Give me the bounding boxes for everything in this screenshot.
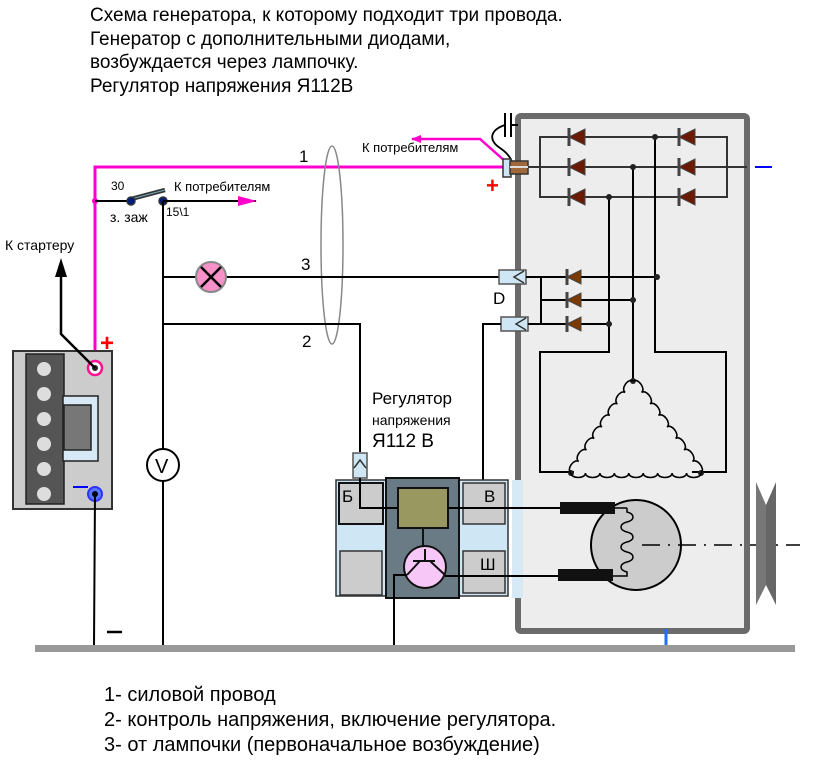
- rotor-icon: [523, 499, 800, 591]
- arrow-head-magenta: [238, 196, 257, 206]
- terminal-d-label: D: [493, 289, 505, 308]
- power-diodes: [567, 128, 696, 206]
- battery-cell-cap: [37, 362, 51, 376]
- brush-top: [560, 502, 615, 514]
- wire-1-label: 1: [299, 147, 308, 166]
- wire-bundle: [320, 145, 344, 345]
- diode-icon: [677, 128, 696, 146]
- diagram-title: Схема генератора, к которому подходит тр…: [90, 4, 563, 98]
- wire-3-label: 3: [301, 255, 310, 274]
- to-starter-label: К стартеру: [5, 237, 74, 253]
- to-consumers-arrow-top: [411, 135, 507, 163]
- ignition-switch-highlight: [130, 189, 166, 200]
- regulator-term-v: В: [484, 487, 495, 506]
- ground-bar: [35, 645, 795, 652]
- plus-sign-generator: +: [486, 173, 499, 198]
- terminal-30-label: 30: [111, 179, 125, 193]
- diode-icon: [677, 158, 696, 176]
- regulator-term-sh: Ш: [480, 555, 496, 574]
- pulley-icon: [756, 482, 776, 605]
- excitation-diodes: [565, 269, 582, 332]
- capacitor-icon: [491, 113, 518, 163]
- terminal-15-label: 15\1: [166, 205, 190, 219]
- diode-icon: [567, 158, 586, 176]
- brush-bottom: [558, 569, 613, 581]
- starter-lead: [59, 270, 96, 369]
- regulator-term-b: Б: [342, 487, 353, 506]
- ignition-switch-label: з. заж: [110, 209, 148, 225]
- regulator-gap-strip: [512, 480, 520, 598]
- b-plus-terminal-icon: [502, 158, 529, 178]
- voltage-regulator[interactable]: [335, 477, 509, 599]
- voltmeter-label: V: [155, 456, 169, 478]
- wire-2: [163, 323, 361, 452]
- power-wire-1: [93, 165, 506, 365]
- battery-icon[interactable]: [12, 350, 113, 510]
- diode-icon: [677, 188, 696, 206]
- battery-cell-cap: [37, 387, 51, 401]
- regulator-title-2: напряжения: [372, 412, 451, 428]
- legend-line-3: 3- от лампочки (первоначальное возбужден…: [104, 734, 540, 756]
- terminal-30-dot: [126, 196, 136, 206]
- wire-legend: 1- силовой провод 2- контроль напряжения…: [104, 683, 556, 758]
- battery-cell-cap: [37, 412, 51, 426]
- legend-line-2: 2- контроль напряжения, включение регуля…: [104, 709, 557, 731]
- starter-arrow-head: [55, 258, 67, 277]
- wire-2-label: 2: [302, 332, 311, 351]
- to-consumers-label-top: К потребителям: [362, 140, 458, 155]
- regulator-internal-wiring: [359, 478, 560, 645]
- w-terminal-connector-icon: [500, 316, 529, 332]
- stator-winding-icon: [568, 379, 704, 479]
- battery-plus-sign: +: [100, 330, 114, 357]
- voltmeter-icon: [146, 448, 180, 482]
- diode-icon: [567, 188, 586, 206]
- title-line-1: Схема генератора, к которому подходит тр…: [90, 5, 563, 26]
- regulator-title-1: Регулятор: [372, 389, 452, 408]
- title-line-3: возбуждается через лампочку.: [90, 52, 359, 73]
- legend-line-1: 1- силовой провод: [104, 684, 276, 706]
- regulator-connector-icon: [352, 452, 368, 479]
- diode-icon: [565, 292, 582, 308]
- title-line-2: Генератор с дополнительными диодами,: [90, 28, 451, 50]
- battery-ground-wire: [93, 493, 96, 646]
- warning-lamp-icon: [195, 261, 227, 293]
- battery-cell-cap: [37, 487, 51, 501]
- regulator-v-wire: [482, 323, 501, 505]
- excitation-diode-wiring: [526, 276, 657, 325]
- stator-phase-leads: [539, 137, 727, 473]
- to-consumers-label-switch: К потребителям: [174, 179, 270, 194]
- battery-cell-cap: [37, 462, 51, 476]
- d-terminal-connector-icon: [498, 269, 527, 285]
- diode-icon: [567, 128, 586, 146]
- regulator-title-3: Я112 В: [372, 431, 434, 452]
- battery-cell-cap: [37, 437, 51, 451]
- diode-icon: [565, 316, 582, 332]
- title-line-4: Регулятор напряжения Я112В: [90, 75, 354, 97]
- diode-icon: [565, 269, 582, 285]
